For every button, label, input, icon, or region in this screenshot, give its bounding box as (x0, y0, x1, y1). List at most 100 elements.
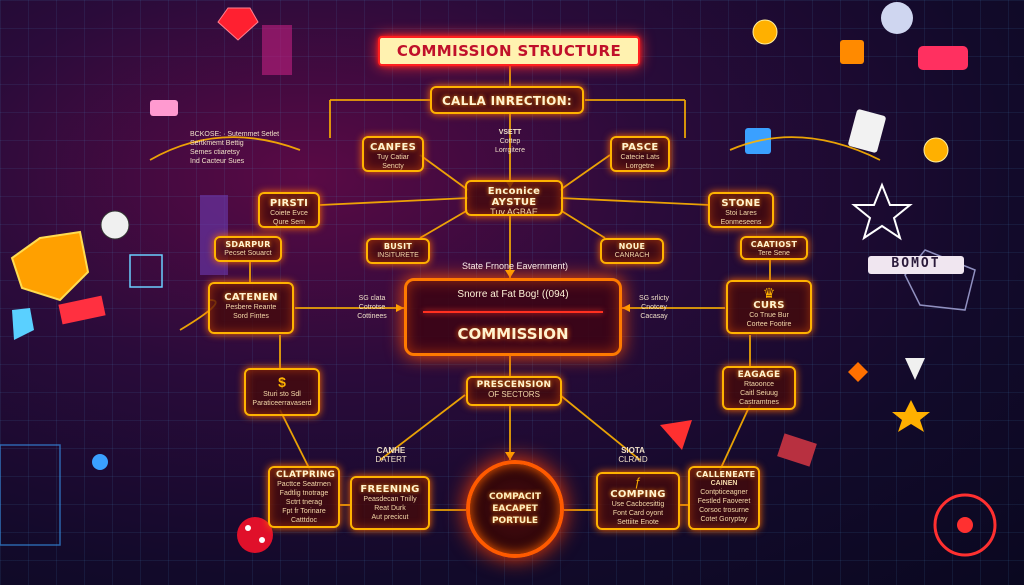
label-line: VSETT (498, 129, 522, 136)
stat-line: Semes ctiaretsy (190, 149, 240, 156)
node-sub: Rtaoonce (744, 381, 774, 388)
label-line: Cottinees (357, 313, 387, 320)
label-line: Lorrgitere (495, 147, 525, 154)
node-title: EAGAGE (737, 370, 781, 380)
node-comping: ƒ COMPING Use Cacbcesittig Font Card oyo… (596, 472, 680, 530)
label-line: CLRAID (618, 455, 648, 464)
node-curs: ♛ CURS Co Tnue Bur Cortee Footire (726, 280, 812, 334)
node-sub: Pesbere Reante (225, 304, 277, 311)
label-line: SIOTA (621, 446, 645, 455)
node-sub: Font Card oyont (612, 510, 664, 517)
node-title: CAATIOST (750, 240, 798, 249)
node-sub: Sctrt tnerag (285, 499, 323, 506)
node-title: COMPING (610, 489, 666, 500)
node-sub: INSITURETE (377, 252, 419, 259)
node-sub: Pacttce Seatrnen (277, 481, 331, 488)
node-title: STONE (721, 198, 761, 209)
diagram-title: COMMISSION STRUCTURE (378, 36, 640, 66)
label-line: CANHE (376, 446, 406, 455)
node-pirsti: PIRSTI Coiete Evce Qure Sem (258, 192, 320, 228)
node-title: PRESCENSION (476, 380, 552, 390)
node-sub: CAINEN (710, 480, 738, 487)
label-line: DATERT (375, 455, 407, 464)
node-enconice: Enconice AYSTUE Tuy AGBAE (465, 180, 563, 216)
circle-line: EACAPET (492, 504, 538, 514)
node-title: Enconice AYSTUE (487, 186, 541, 208)
node-clatpring: CLATPRING Pacttce Seatrnen Fadtlig tnotr… (268, 466, 340, 528)
node-title: NOUE (618, 242, 646, 251)
node-sub: Cotet Goryptay (700, 516, 748, 523)
node-eagage: EAGAGE Rtaoonce Caitl Seiuug Castramtnes (722, 366, 796, 410)
label-top-center: VSETT Cottep Lorrgitere (478, 128, 542, 155)
node-sub: Reat Durk (374, 505, 406, 512)
node-title: BUSIT (383, 242, 413, 251)
node-sub: Catttdoc (290, 517, 318, 524)
node-sub: Festled Faoveret (697, 498, 751, 505)
label-siota: SIOTA CLRAID (610, 446, 656, 464)
compact-portule-circle: COMPACIT EACAPET PORTULE (466, 460, 564, 558)
commission-subtitle: Snorre at Fat Bog! ((094) (457, 289, 569, 300)
node-title: CALLENEATE (696, 470, 756, 479)
node-dollar-left: $ Sturi sto Sdl Paraticeerravaserd (244, 368, 320, 416)
node-title: CLATPRING (276, 470, 336, 480)
node-sub: Fadtlig tnotrage (279, 490, 329, 497)
node-sub: Settiite Enote (617, 519, 659, 526)
label-line: SG srlicty (639, 295, 669, 302)
node-sub: Fpt fr Torinare (282, 508, 326, 515)
node-sub: Lorrgetre (625, 163, 655, 170)
node-sub: Tuy AGBAE (490, 207, 538, 216)
node-sub: Castramtnes (739, 399, 779, 406)
node-prescension: PRESCENSION OF SECTORS (466, 376, 562, 406)
commission-box: Snorre at Fat Bog! ((094) COMMISSION (404, 278, 622, 356)
circle-line: COMPACIT (488, 492, 542, 502)
node-canfes: CANFES Tuy Catiar Sencty (362, 136, 424, 172)
node-sub: Sencty (382, 163, 404, 170)
node-title: CURS (753, 300, 785, 311)
node-title: FREENING (360, 484, 420, 495)
dollar-icon: $ (278, 374, 286, 390)
node-sub: OF SECTORS (488, 390, 540, 399)
node-stone: STONE Stoi Lares Eonmeseens (708, 192, 774, 228)
node-title: PIRSTI (269, 198, 309, 209)
commission-label: COMMISSION (457, 325, 569, 343)
node-sub: Sturi sto Sdl (263, 391, 301, 398)
node-sub: Contpticeagner (700, 489, 748, 496)
top-node: CALLA INRECTION: (430, 86, 584, 114)
node-pasce: PASCE Catecie Lats Lorrgetre (610, 136, 670, 172)
node-sub: Pecset Souarct (224, 250, 272, 257)
node-sub: Tuy Catiar (376, 154, 410, 161)
label-line: Cnotcey (641, 304, 667, 311)
node-sub: Catecie Lats (620, 154, 660, 161)
bomot-badge: BOMOT (868, 256, 964, 274)
node-sub: Peasdecan Tnilly (363, 496, 417, 503)
function-icon: ƒ (634, 475, 642, 489)
node-sub: Co Tnue Bur (749, 312, 789, 319)
node-sub: Coiete Evce (270, 210, 308, 217)
node-sub: CANRACH (614, 252, 650, 259)
node-sub: Sord Fintes (233, 313, 269, 320)
node-caatiost: CAATIOST Tere Sene (740, 236, 808, 260)
node-sub: Cortee Footire (746, 321, 792, 328)
node-title: PASCE (621, 142, 659, 153)
node-title: SDARPUR (225, 240, 271, 249)
node-sub: Stoi Lares (725, 210, 757, 217)
node-sub: Caitl Seiuug (740, 390, 778, 397)
center-heading: State Frnone Eavernment) (461, 261, 569, 271)
stat-list-top-left: BCKOSE: · Sutemmet Setlet Sertkmemt Bett… (190, 130, 310, 166)
node-title: CATENEN (224, 292, 278, 303)
node-sub: Corsoc trosurne (699, 507, 749, 514)
node-catenen: CATENEN Pesbere Reante Sord Fintes (208, 282, 294, 334)
node-sub: Paraticeerravaserd (252, 400, 312, 407)
label-right-mid: SG srlicty Cnotcey Cacasay (628, 294, 680, 321)
stat-line: Ind Cacteur Sues (190, 158, 245, 165)
diagram-title-text: COMMISSION STRUCTURE (396, 42, 622, 60)
node-sdarpur: SDARPUR Pecset Souarct (214, 236, 282, 262)
node-sub: Qure Sem (273, 219, 305, 226)
node-sub: Eonmeseens (720, 219, 762, 226)
node-noue: NOUE CANRACH (600, 238, 664, 264)
circle-line: PORTULE (491, 516, 539, 526)
label-line: SG clata (358, 295, 386, 302)
label-canhe: CANHE DATERT (368, 446, 414, 464)
label-line: Cottep (499, 138, 521, 145)
